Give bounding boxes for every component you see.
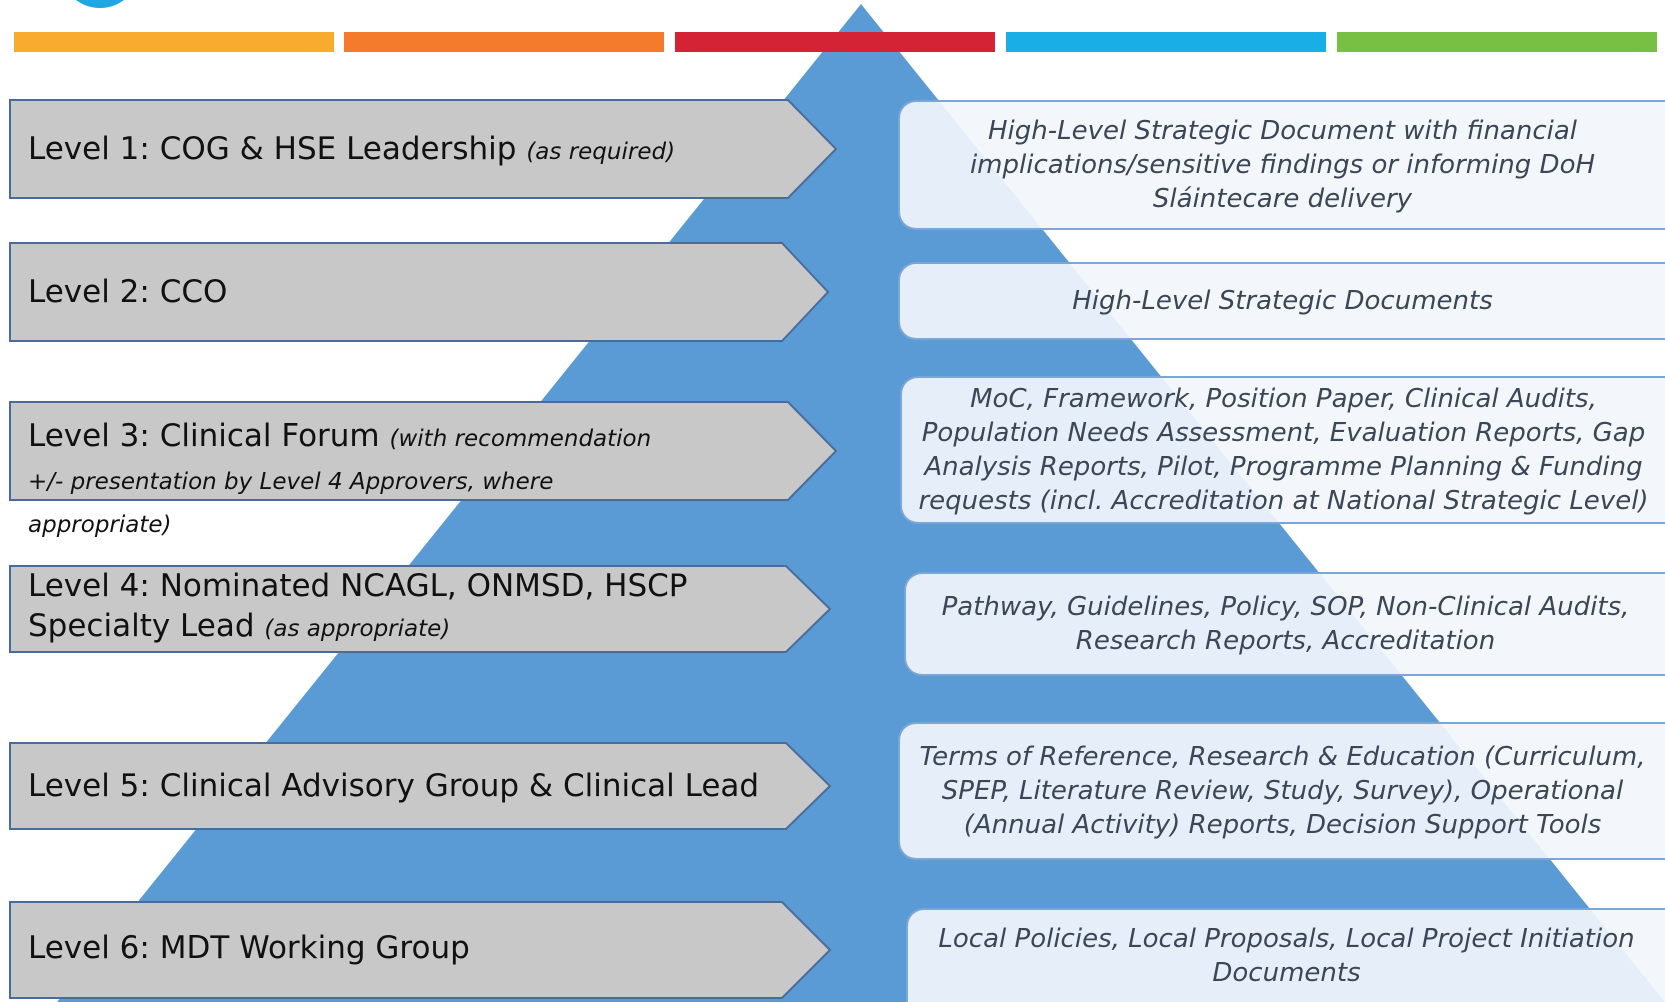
level-1-description-box: High-Level Strategic Document with finan… <box>898 100 1665 230</box>
level-4-note: (as appropriate) <box>264 616 451 642</box>
stripe-orange <box>344 32 664 52</box>
level-2-title: Level 2: CCO <box>28 274 228 310</box>
level-6-label: Level 6: MDT Working Group <box>28 927 470 969</box>
level-6-description: Local Policies, Local Proposals, Local P… <box>938 924 1635 988</box>
level-2-label: Level 2: CCO <box>28 271 227 313</box>
level-5-description-box: Terms of Reference, Research & Education… <box>898 722 1665 860</box>
level-5-description: Terms of Reference, Research & Education… <box>919 742 1646 840</box>
level-3-description-box: MoC, Framework, Position Paper, Clinical… <box>900 376 1665 524</box>
level-1-title: Level 1: COG & HSE Leadership <box>28 131 517 167</box>
level-2-arrow <box>9 242 830 342</box>
level-4-description: Pathway, Guidelines, Policy, SOP, Non-Cl… <box>941 592 1630 656</box>
stripe-green <box>1337 32 1657 52</box>
level-4-description-box: Pathway, Guidelines, Policy, SOP, Non-Cl… <box>904 572 1665 676</box>
level-6-arrow <box>9 901 832 999</box>
level-5-label: Level 5: Clinical Advisory Group & Clini… <box>28 765 759 807</box>
level-6-description-box: Local Policies, Local Proposals, Local P… <box>906 908 1665 1002</box>
level-1-description: High-Level Strategic Document with finan… <box>969 116 1596 214</box>
level-2-description-box: High-Level Strategic Documents <box>898 262 1665 340</box>
level-6-title: Level 6: MDT Working Group <box>28 930 470 966</box>
level-4-title: Level 4: Nominated NCAGL, ONMSD, HSCP Sp… <box>28 568 688 644</box>
level-4-label: Level 4: Nominated NCAGL, ONMSD, HSCP Sp… <box>28 566 708 649</box>
level-4-arrow <box>9 565 832 653</box>
level-3-title: Level 3: Clinical Forum <box>28 418 380 454</box>
level-3-description: MoC, Framework, Position Paper, Clinical… <box>918 384 1649 516</box>
stripe-blue <box>1006 32 1326 52</box>
level-5-arrow <box>9 742 832 830</box>
level-3-arrow <box>9 401 838 501</box>
level-1-arrow <box>9 99 838 199</box>
stripe-orange-yellow <box>14 32 334 52</box>
level-3-note: (with recommendation +/- presentation by… <box>28 426 652 538</box>
level-1-note: (as required) <box>526 139 676 165</box>
level-2-description: High-Level Strategic Documents <box>1072 286 1493 316</box>
level-5-title: Level 5: Clinical Advisory Group & Clini… <box>28 768 760 804</box>
level-3-label: Level 3: Clinical Forum (with recommenda… <box>28 416 688 545</box>
stripe-red <box>675 32 995 52</box>
logo-icon <box>60 0 140 8</box>
level-1-label: Level 1: COG & HSE Leadership (as requir… <box>28 128 675 173</box>
